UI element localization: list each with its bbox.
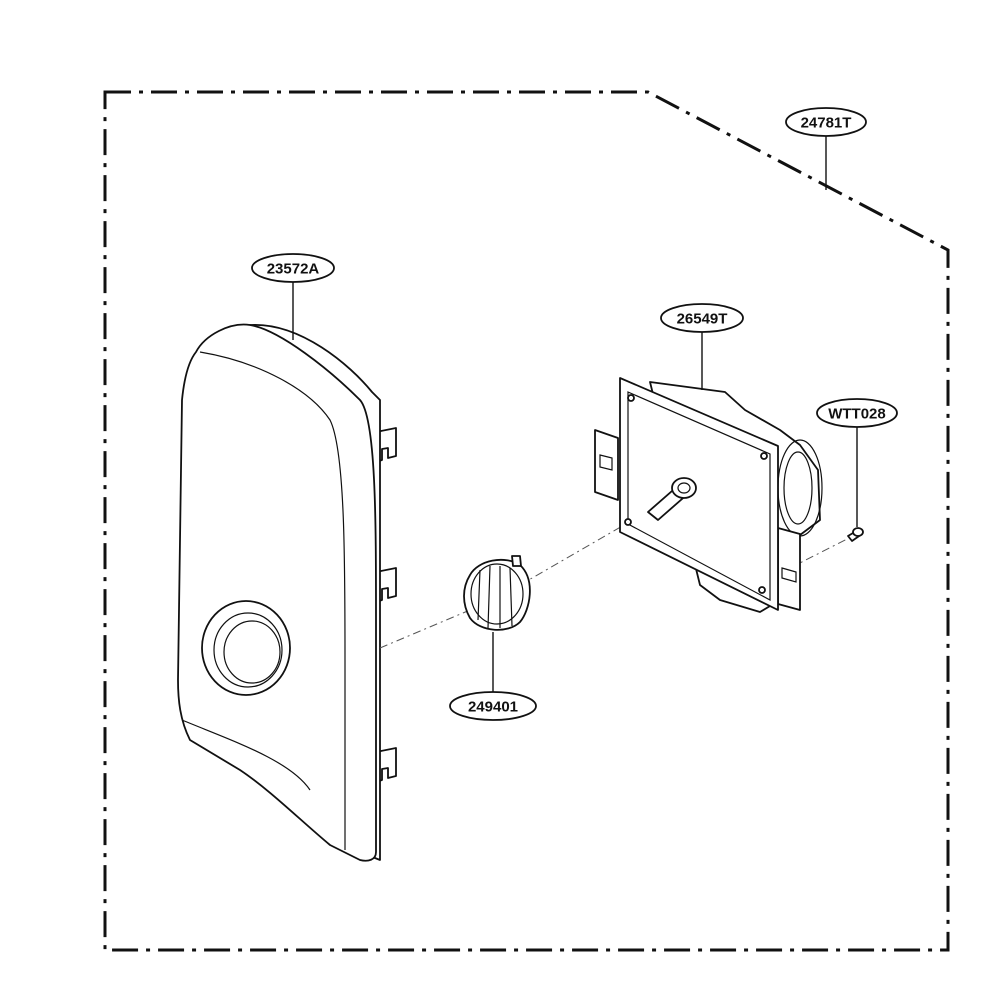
callout-label-cover: 23572A <box>267 261 320 278</box>
screw-part <box>847 527 864 542</box>
cover-knob-opening <box>201 600 291 696</box>
callout-24781T: 24781T <box>785 107 867 190</box>
assembly-boundary-outline <box>103 90 950 952</box>
cover-panel-part <box>177 323 397 862</box>
assembly-axis-line <box>379 509 651 649</box>
callout-WTT028: WTT028 <box>816 398 898 527</box>
callout-26549T: 26549T <box>660 303 744 390</box>
callout-label-assembly: 24781T <box>801 115 852 132</box>
callout-label-timer: 26549T <box>677 311 728 328</box>
callout-249401: 249401 <box>449 632 537 721</box>
callout-23572A: 23572A <box>251 253 335 340</box>
callout-label-screw: WTT028 <box>828 406 886 423</box>
cover-front-face <box>177 323 377 862</box>
timer-front-plate <box>619 377 779 611</box>
callout-label-knob: 249401 <box>468 699 518 716</box>
knob-part <box>463 555 531 631</box>
timer-part <box>594 377 823 613</box>
